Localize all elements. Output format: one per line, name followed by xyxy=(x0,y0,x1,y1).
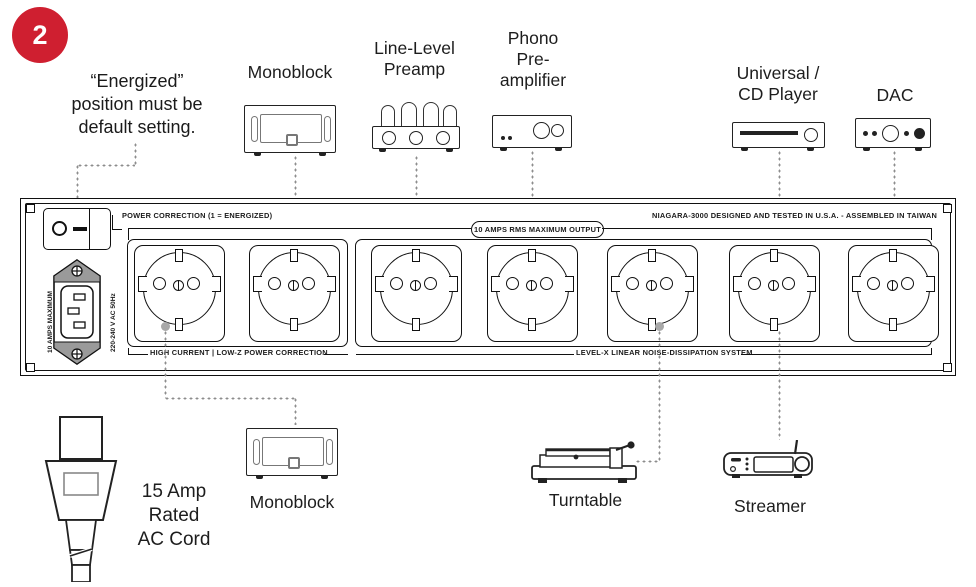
ac-power-cord-icon xyxy=(40,415,122,583)
max-output-badge: 10 AMPS RMS MAXIMUM OUTPUT xyxy=(471,221,604,238)
label-text: Monoblock xyxy=(249,492,335,512)
label-text: Line-Level xyxy=(374,38,455,58)
leader-line xyxy=(658,330,661,461)
dac-icon xyxy=(855,118,931,151)
outlet-1[interactable] xyxy=(134,245,225,342)
panel-inner-frame xyxy=(25,203,951,371)
step-number-text: 2 xyxy=(32,19,48,50)
device-label-turntable: Turntable xyxy=(528,490,643,511)
panel-screw xyxy=(943,204,952,213)
leader-line xyxy=(76,164,79,208)
label-text: Rated xyxy=(148,505,200,526)
leader-line xyxy=(294,397,297,425)
cd-player-icon xyxy=(732,122,825,151)
level-x-group-label: LEVEL-X LINEAR NOISE-DISSIPATION SYSTEM xyxy=(576,348,753,357)
outlet-5[interactable] xyxy=(607,245,698,342)
outlet-2[interactable] xyxy=(249,245,340,342)
leader-line xyxy=(635,460,660,463)
device-label-line-level-preamp: Line-Level Preamp xyxy=(352,38,477,80)
panel-screw xyxy=(943,363,952,372)
label-text: Universal / xyxy=(736,63,820,83)
leader-line xyxy=(134,142,137,165)
device-label-dac: DAC xyxy=(845,85,945,106)
leader-line xyxy=(164,330,167,398)
device-label-streamer: Streamer xyxy=(715,496,825,517)
outlet-7[interactable] xyxy=(848,245,939,342)
leader-endpoint-dot xyxy=(161,322,170,331)
phono-preamp-icon xyxy=(492,115,572,151)
switch-off-symbol-icon xyxy=(52,221,67,236)
device-label-monoblock-top: Monoblock xyxy=(225,62,355,83)
label-text: 15 Amp xyxy=(141,481,207,502)
inlet-rating-right-label: 220-240 V AC 50Hz xyxy=(110,293,117,352)
leader-line xyxy=(164,397,297,400)
badge-text: 10 AMPS RMS MAXIMUM OUTPUT xyxy=(474,225,601,234)
outlet-4[interactable] xyxy=(487,245,578,342)
power-correction-label: POWER CORRECTION (1 = ENERGIZED) xyxy=(122,211,273,220)
high-current-group-label: HIGH CURRENT | LOW-Z POWER CORRECTION xyxy=(150,348,328,357)
switch-on-symbol-icon xyxy=(73,227,87,231)
leader-line xyxy=(778,330,781,440)
leader-endpoint-dot xyxy=(655,322,664,331)
label-text: Preamp xyxy=(383,59,446,79)
label-text: CD Player xyxy=(738,84,818,104)
label-text: AC Cord xyxy=(137,529,211,550)
monoblock-amplifier-icon xyxy=(244,105,336,156)
tube-preamp-icon xyxy=(370,102,462,153)
panel-screw xyxy=(26,363,35,372)
device-label-ac-cord: 15 Amp Rated AC Cord xyxy=(124,480,224,552)
energized-callout: “Energized” position must be default set… xyxy=(42,70,232,139)
inlet-rating-left-label: 10 AMPS MAXIMUM xyxy=(47,290,54,353)
leader-line xyxy=(77,164,135,167)
step-number-badge: 2 xyxy=(12,7,68,63)
device-label-monoblock-bottom: Monoblock xyxy=(232,492,352,513)
label-text: amplifier xyxy=(499,70,567,90)
callout-line-3: default setting. xyxy=(78,117,196,137)
callout-line-1: “Energized” xyxy=(90,71,184,91)
device-label-universal-cd-player: Universal / CD Player xyxy=(708,63,848,105)
power-correction-switch[interactable] xyxy=(43,208,111,250)
device-label-phono-preamplifier: Phono Pre- amplifier xyxy=(478,28,588,91)
outlet-3[interactable] xyxy=(371,245,462,342)
label-text: Streamer xyxy=(734,496,806,516)
turntable-icon xyxy=(530,440,638,484)
model-branding-text: NIAGARA-3000 DESIGNED AND TESTED IN U.S.… xyxy=(652,211,938,220)
monoblock-amplifier-icon xyxy=(246,428,338,479)
panel-screw xyxy=(26,204,35,213)
label-text: Monoblock xyxy=(247,62,333,82)
iec-power-inlet xyxy=(50,258,104,366)
label-text: Turntable xyxy=(548,490,623,510)
label-text: Pre- xyxy=(516,49,550,69)
callout-line-2: position must be xyxy=(71,94,203,114)
label-text: DAC xyxy=(876,85,914,105)
streamer-icon xyxy=(722,439,817,482)
outlet-6[interactable] xyxy=(729,245,820,342)
label-text: Phono xyxy=(507,28,559,48)
